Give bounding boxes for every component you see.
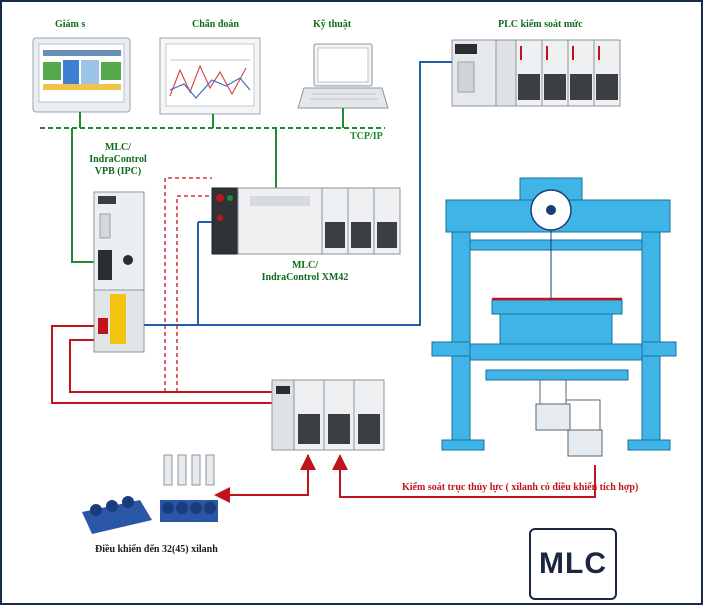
hydraulic-arrow [332,454,596,498]
hmi-panel-device [32,37,131,113]
xm42-red-dashed-link-1 [164,177,212,392]
diagnostics-label: Chẩn đoán [192,19,239,30]
sensor-modules-device [163,454,215,486]
vpb-label-line3: VPB (IPC) [94,166,142,177]
io-module-device [271,379,385,451]
hydraulic-control-label: Kiểm soát trục thủy lực ( xilanh có điều… [402,482,639,493]
laptop-device [297,43,389,109]
engineering-label: Kỹ thuật [313,19,352,30]
plc-label: PLC kiểm soát mức [498,19,583,30]
plc-blue-link [197,61,452,326]
xm42-device [211,187,401,255]
vpb-network-link [71,128,98,263]
cylinders-label: Điều khiển đến 32(45) xilanh [95,544,218,555]
vpb-ipc-device [93,191,145,353]
valve-cluster-device [82,496,218,534]
vpb-io-red-link-1 [51,325,278,404]
network-label: TCP/IP [350,131,383,142]
mlc-logo-badge: MLC [529,528,617,600]
plc-level-control-device [451,39,621,107]
hydraulic-press-drawing [431,177,677,457]
xm42-label-line2: IndraControl XM42 [261,272,349,283]
vpb-label-line2: IndraControl [89,154,147,165]
mlc-logo-text: MLC [539,547,607,580]
xm42-red-dashed-link-2 [176,195,212,392]
io-to-cylinders-arrow [214,455,309,503]
diagnostics-monitor-device [159,37,261,115]
vpb-label-line1: MLC/ [104,142,132,153]
vpb-io-red-link-2 [69,339,278,393]
monitor-label: Giám s [55,19,86,30]
xm42-label-line1: MLC/ [291,260,319,271]
